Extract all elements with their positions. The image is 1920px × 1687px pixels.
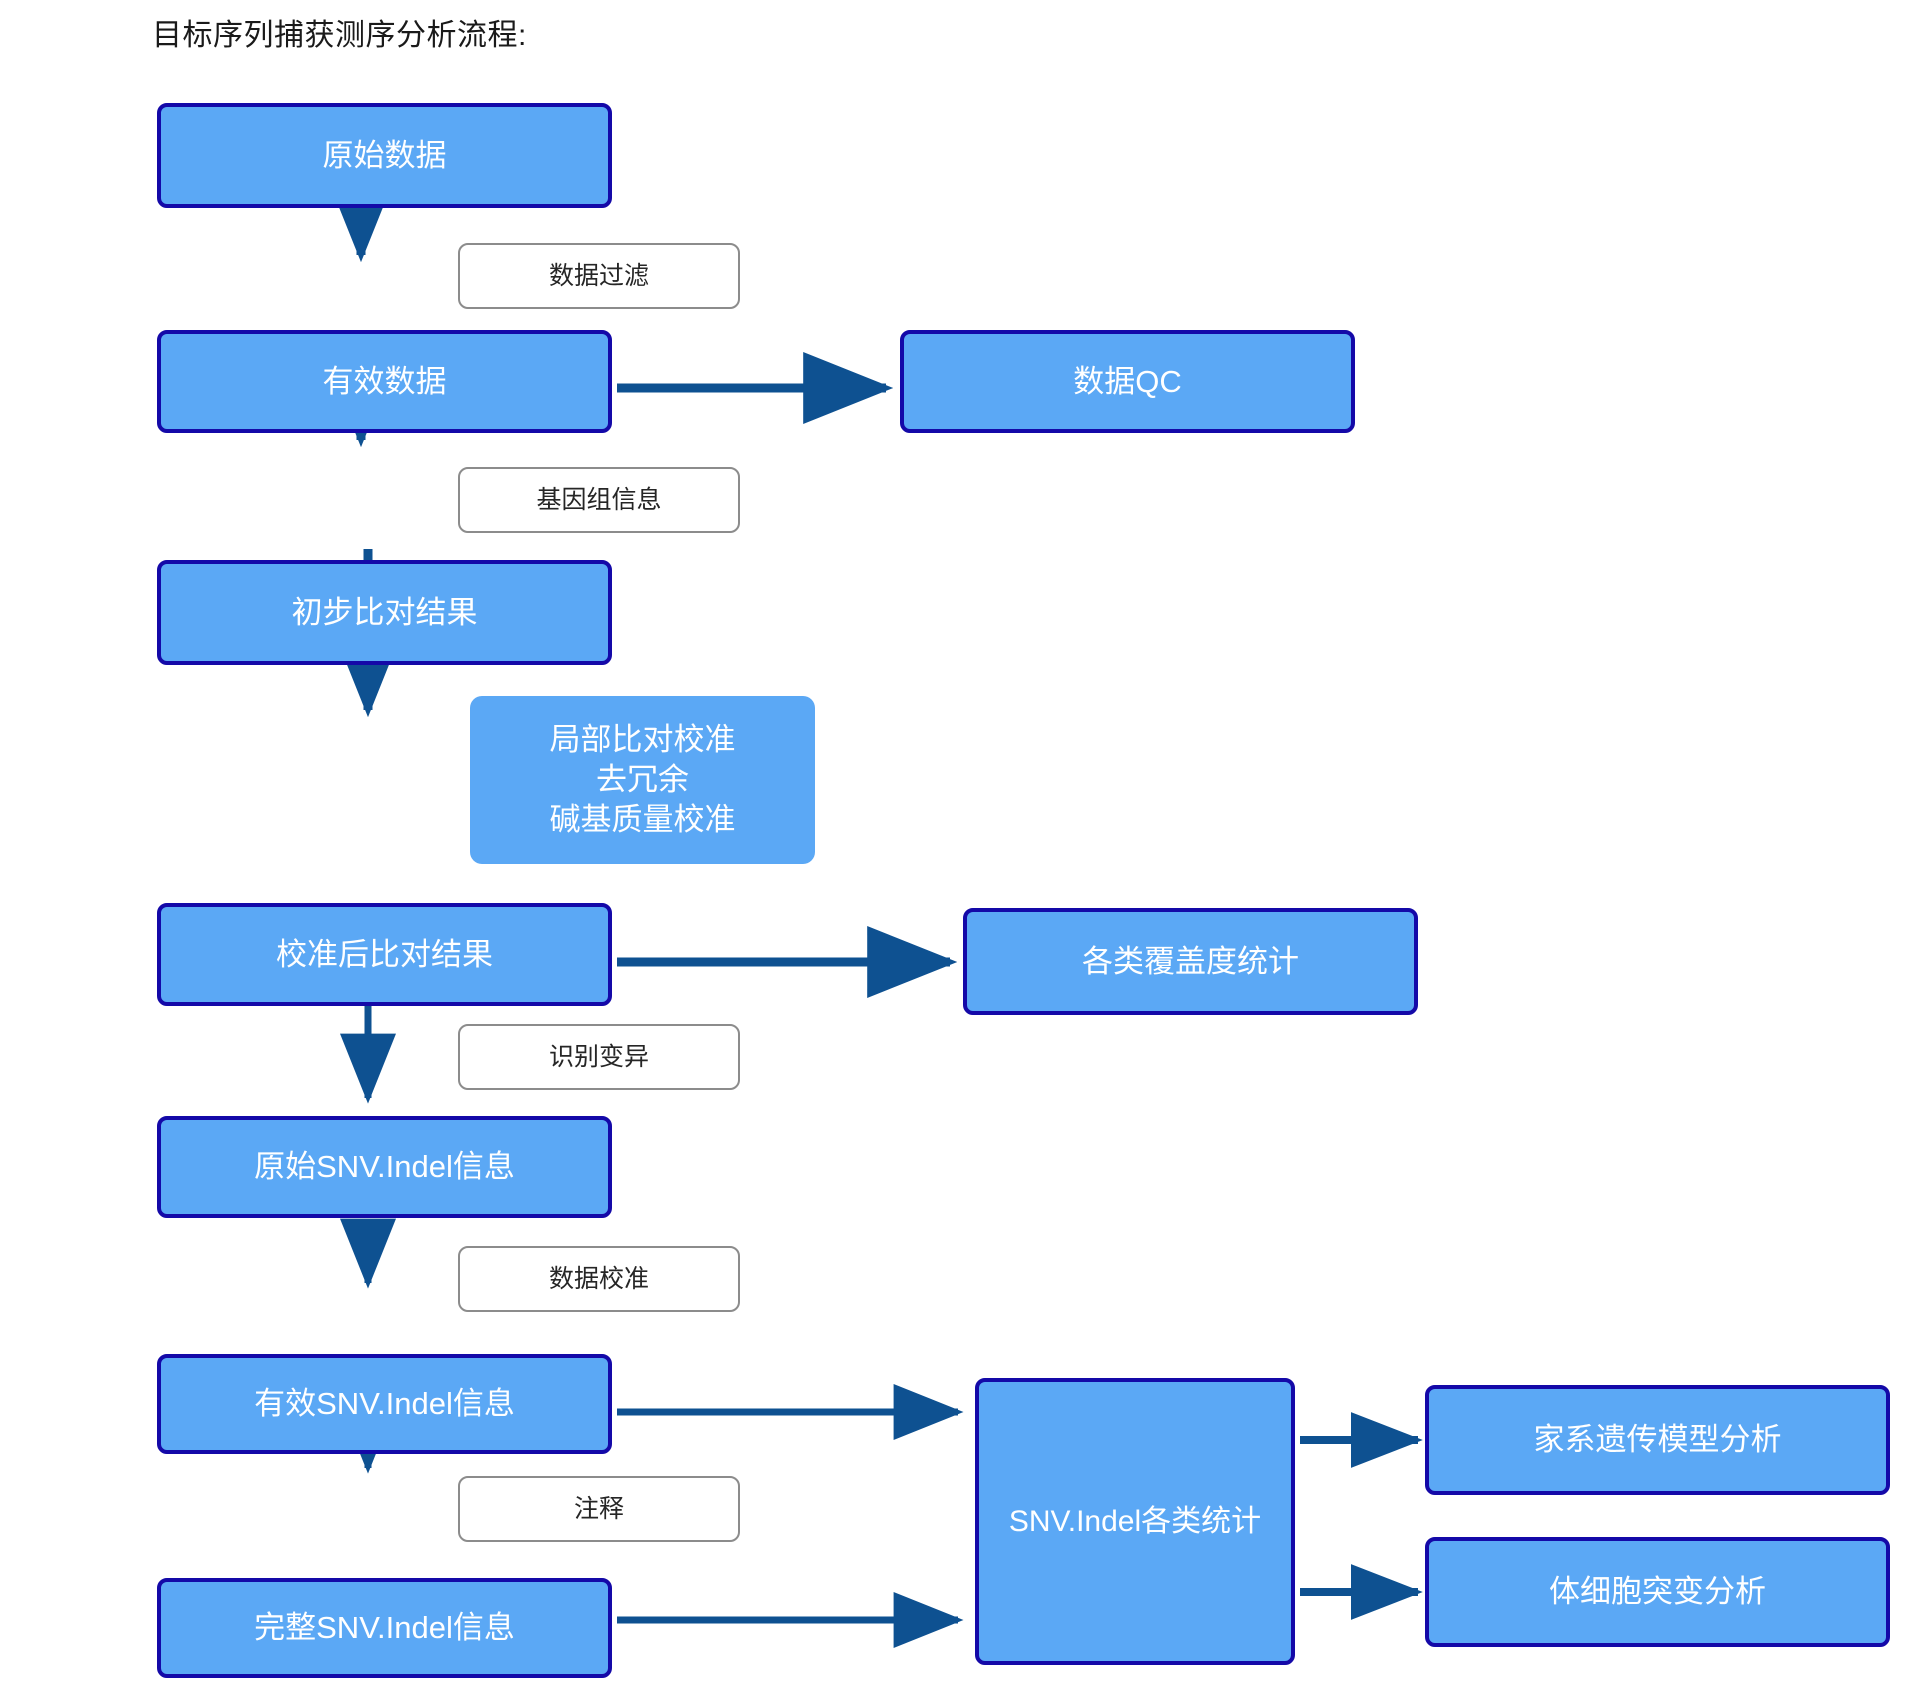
edge-label-data-filter[interactable]: 数据过滤 xyxy=(458,243,740,309)
edge-label-genome-info[interactable]: 基因组信息 xyxy=(458,467,740,533)
node-raw-data-label: 原始数据 xyxy=(322,137,447,173)
node-valid-data-label: 有效数据 xyxy=(322,363,447,399)
edge-label-data-calibration[interactable]: 数据校准 xyxy=(458,1246,740,1312)
node-snv-indel-stats[interactable]: SNV.Indel各类统计 xyxy=(975,1378,1295,1665)
edge-label-data-calibration-text: 数据校准 xyxy=(548,1265,649,1293)
node-data-qc-label: 数据QC xyxy=(1073,363,1182,399)
node-somatic-analysis[interactable]: 体细胞突变分析 xyxy=(1425,1537,1890,1647)
node-valid-snv-indel-label: 有效SNV.Indel信息 xyxy=(254,1386,515,1422)
node-pedigree-analysis[interactable]: 家系遗传模型分析 xyxy=(1425,1385,1890,1495)
node-valid-data[interactable]: 有效数据 xyxy=(157,330,612,433)
edge-label-data-filter-text: 数据过滤 xyxy=(548,262,649,290)
page-title: 目标序列捕获测序分析流程: xyxy=(152,19,527,52)
edge-label-annotation[interactable]: 注释 xyxy=(458,1476,740,1542)
node-calibration-steps-label: 局部比对校准 去冗余 碱基质量校准 xyxy=(549,721,736,838)
node-calibrated-alignment-label: 校准后比对结果 xyxy=(276,936,493,972)
edge-label-variant-calling-text: 识别变异 xyxy=(548,1043,649,1071)
edge-label-variant-calling[interactable]: 识别变异 xyxy=(458,1024,740,1090)
edge-label-genome-info-text: 基因组信息 xyxy=(536,486,662,514)
node-raw-snv-indel-label: 原始SNV.Indel信息 xyxy=(254,1149,515,1185)
node-full-snv-indel-label: 完整SNV.Indel信息 xyxy=(254,1610,515,1646)
node-raw-data[interactable]: 原始数据 xyxy=(157,103,612,208)
node-coverage-stats[interactable]: 各类覆盖度统计 xyxy=(963,908,1418,1015)
node-pedigree-analysis-label: 家系遗传模型分析 xyxy=(1533,1422,1782,1458)
node-raw-snv-indel[interactable]: 原始SNV.Indel信息 xyxy=(157,1116,612,1218)
node-data-qc[interactable]: 数据QC xyxy=(900,330,1355,433)
node-somatic-analysis-label: 体细胞突变分析 xyxy=(1549,1574,1766,1610)
node-initial-alignment-label: 初步比对结果 xyxy=(291,594,478,630)
node-initial-alignment[interactable]: 初步比对结果 xyxy=(157,560,612,665)
edge-label-annotation-text: 注释 xyxy=(573,1495,624,1523)
node-snv-indel-stats-label: SNV.Indel各类统计 xyxy=(1008,1505,1262,1538)
node-full-snv-indel[interactable]: 完整SNV.Indel信息 xyxy=(157,1578,612,1678)
node-calibrated-alignment[interactable]: 校准后比对结果 xyxy=(157,903,612,1006)
node-valid-snv-indel[interactable]: 有效SNV.Indel信息 xyxy=(157,1354,612,1454)
node-calibration-steps[interactable]: 局部比对校准 去冗余 碱基质量校准 xyxy=(470,696,815,864)
node-coverage-stats-label: 各类覆盖度统计 xyxy=(1082,943,1299,979)
